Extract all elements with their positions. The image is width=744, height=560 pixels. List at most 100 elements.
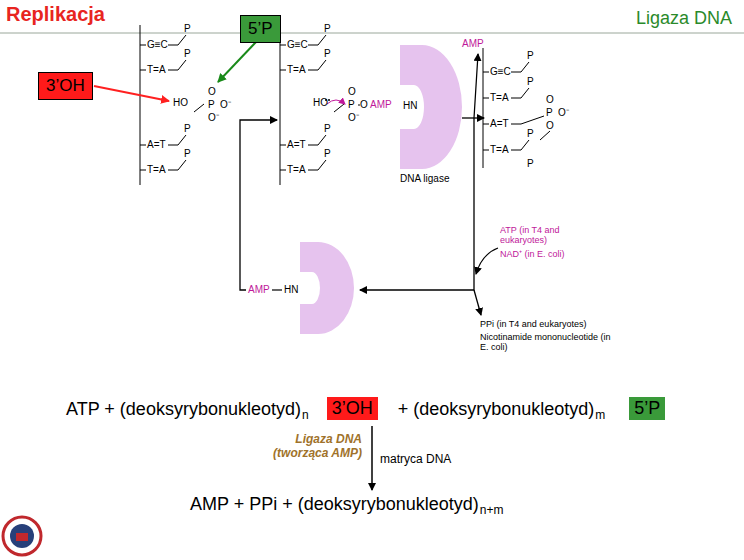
label: P: [527, 76, 534, 87]
backbone-stroke: [318, 135, 326, 145]
label: AMP: [462, 38, 484, 49]
label: + (deoksyrybonukleotyd): [398, 399, 595, 420]
backbone-stroke: [318, 60, 326, 70]
backbone-stroke: [194, 104, 204, 112]
cofactor-arrow: [476, 248, 498, 274]
label: P: [527, 128, 534, 139]
label: HO: [313, 97, 328, 108]
label: O: [546, 94, 554, 105]
backbone-stroke: [308, 170, 318, 171]
label: P: [184, 23, 191, 34]
backbone-stroke: [140, 170, 146, 171]
backbone-stroke: [140, 145, 146, 146]
backbone-stroke: [511, 72, 521, 73]
byproduct-arrow: [474, 290, 481, 315]
leader-arrow: [94, 86, 169, 101]
label: Ligaza DNA (tworząca AMP): [240, 432, 362, 460]
label: P: [184, 48, 191, 59]
backbone-stroke: [318, 160, 326, 170]
label: T=A: [147, 64, 166, 75]
bond: [272, 289, 282, 290]
label: PPi (in T4 and eukaryotes): [480, 320, 586, 330]
label: DNA ligase: [400, 173, 449, 184]
label: n: [302, 408, 309, 422]
backbone-stroke: [521, 62, 529, 72]
label: HO: [173, 97, 188, 108]
box-text: 3’OH: [46, 76, 85, 95]
label: G≡C: [490, 66, 511, 77]
label: O: [546, 120, 554, 131]
label: ATP + (deoksyrybonukleotyd): [66, 399, 301, 420]
backbone-stroke: [140, 45, 146, 46]
reaction-arrow: [371, 426, 373, 490]
backbone-stroke: [168, 170, 178, 171]
amp-release-arrow: [474, 54, 478, 118]
label: HN: [284, 284, 298, 295]
label: HN: [403, 100, 417, 111]
label: O: [208, 86, 216, 97]
label: AMP: [248, 284, 270, 295]
label: P: [527, 158, 534, 169]
backbone-stroke: [483, 150, 489, 151]
label: NAD⁺ (in E. coli): [500, 250, 565, 260]
backbone-stroke: [521, 140, 529, 150]
label: P: [324, 123, 331, 134]
backbone-stroke: [280, 25, 281, 185]
label: AMP: [370, 99, 392, 110]
leader-arrow: [218, 42, 256, 82]
cycle-arrow: [360, 118, 474, 290]
label: Nicotinamide mononucleotide (in E. coli): [480, 333, 620, 353]
backbone-stroke: [280, 145, 286, 146]
dna-strands: [140, 25, 550, 185]
backbone-stroke: [178, 160, 186, 170]
slide-title: Replikacja: [6, 3, 105, 26]
attack-arrow: [327, 100, 345, 104]
label: P: [184, 123, 191, 134]
label: P: [324, 148, 331, 159]
label: P: [527, 50, 534, 61]
backbone-stroke: [280, 45, 286, 46]
label: O⁻: [348, 112, 359, 123]
backbone-stroke: [511, 98, 521, 99]
cycle-arrow: [462, 117, 484, 118]
backbone-stroke: [168, 45, 178, 46]
label: O⁻: [558, 107, 569, 118]
electron-dot: [328, 99, 330, 101]
label: O: [348, 86, 356, 97]
label: O⁻: [208, 112, 219, 123]
backbone-stroke: [280, 70, 286, 71]
backbone-stroke: [168, 70, 178, 71]
backbone-stroke: [178, 60, 186, 70]
label: A=T: [287, 139, 306, 150]
label: G≡C: [147, 39, 168, 50]
backbone-stroke: [168, 145, 178, 146]
ligase-amp-enzyme: [300, 242, 354, 334]
label: O⁻: [220, 99, 231, 110]
label: A=T: [490, 118, 509, 129]
logo-shield: [16, 533, 28, 541]
backbone-stroke: [140, 70, 146, 71]
backbone-stroke: [178, 35, 186, 45]
label: n+m: [480, 503, 504, 517]
label: ATP (in T4 and eukaryotes): [500, 226, 582, 246]
backbone-stroke: [318, 35, 326, 45]
backbone-stroke: [140, 25, 141, 185]
callout-box: 5’P: [629, 397, 665, 420]
label: P: [208, 99, 215, 110]
cycle-arrow: [240, 120, 277, 290]
label: G≡C: [287, 39, 308, 50]
label: Ligaza DNA: [636, 8, 732, 29]
label: T=A: [287, 164, 306, 175]
backbone-stroke: [334, 104, 344, 112]
bond: [358, 105, 360, 106]
label: AMP + PPi + (deoksyrybonukleotyd): [190, 494, 479, 515]
callout-box: 3’OH: [38, 72, 93, 100]
backbone-stroke: [540, 131, 550, 140]
callout-box: 3’OH: [327, 397, 378, 420]
backbone-stroke: [511, 150, 521, 151]
backbone-stroke: [511, 124, 521, 125]
header-rule: [0, 33, 744, 34]
backbone-stroke: [308, 45, 318, 46]
